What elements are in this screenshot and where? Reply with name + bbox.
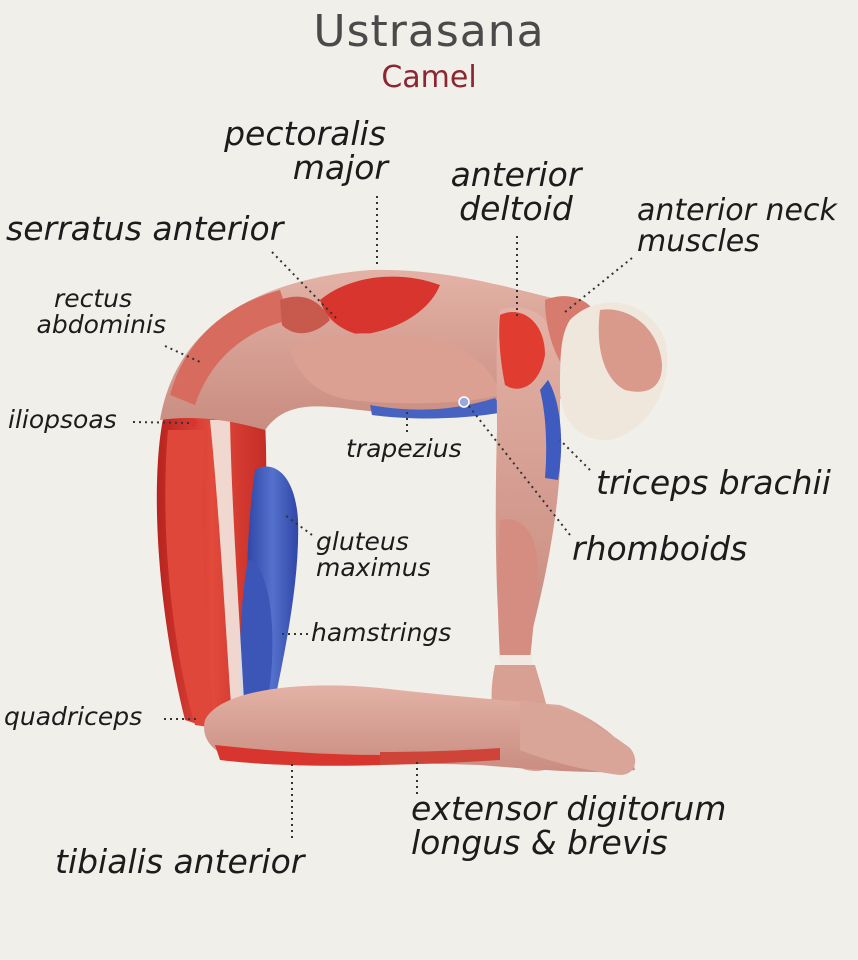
tibialis-anterior-muscle (215, 745, 380, 766)
leader-neck (564, 257, 633, 313)
label-pectoralis-major: pectoralis major (224, 114, 388, 187)
leader-lines (132, 196, 633, 840)
label-rectus-abdominis: rectus abdominis (36, 284, 166, 339)
label-rhomboids: rhomboids (572, 529, 748, 568)
serratus-anterior-muscle (280, 296, 330, 334)
leader-iliopsoas (132, 421, 191, 424)
leader-triceps (559, 439, 591, 471)
forearm (497, 519, 539, 660)
quadriceps-muscle (165, 430, 215, 728)
hamstrings-muscle (239, 560, 273, 728)
label-triceps-brachii: triceps brachii (596, 463, 831, 502)
foot (520, 700, 636, 775)
triceps-brachii-muscle (540, 380, 562, 480)
label-trapezius: trapezius (346, 434, 462, 463)
label-serratus-anterior: serratus anterior (6, 209, 284, 248)
extensor-digitorum-muscle (380, 748, 500, 765)
trapezius-muscle (370, 398, 505, 419)
leader-rectus (164, 345, 201, 363)
page-subtitle: Camel (381, 60, 477, 95)
rectus-abdominis-muscle (170, 290, 290, 405)
label-anterior-deltoid: anterior deltoid (450, 155, 582, 228)
it-band (210, 420, 245, 720)
label-iliopsoas: iliopsoas (8, 405, 117, 434)
ribcage-muscles (290, 333, 500, 404)
face (598, 309, 662, 392)
label-quadriceps: quadriceps (4, 702, 143, 731)
label-hamstrings: hamstrings (311, 618, 452, 647)
label-tibialis-anterior: tibialis anterior (55, 842, 305, 881)
iliopsoas-marker (189, 419, 197, 427)
rhomboids-marker (458, 396, 470, 408)
pectoralis-major-muscle (320, 276, 440, 335)
label-anterior-neck-muscles: anterior neck muscles (637, 193, 837, 259)
label-gluteus-maximus: gluteus maximus (316, 527, 431, 582)
anterior-deltoid-muscle (499, 311, 545, 389)
page-title: Ustrasana (313, 6, 545, 57)
wrist-band (500, 655, 532, 667)
label-extensor-digitorum: extensor digitorum longus & brevis (411, 789, 727, 862)
